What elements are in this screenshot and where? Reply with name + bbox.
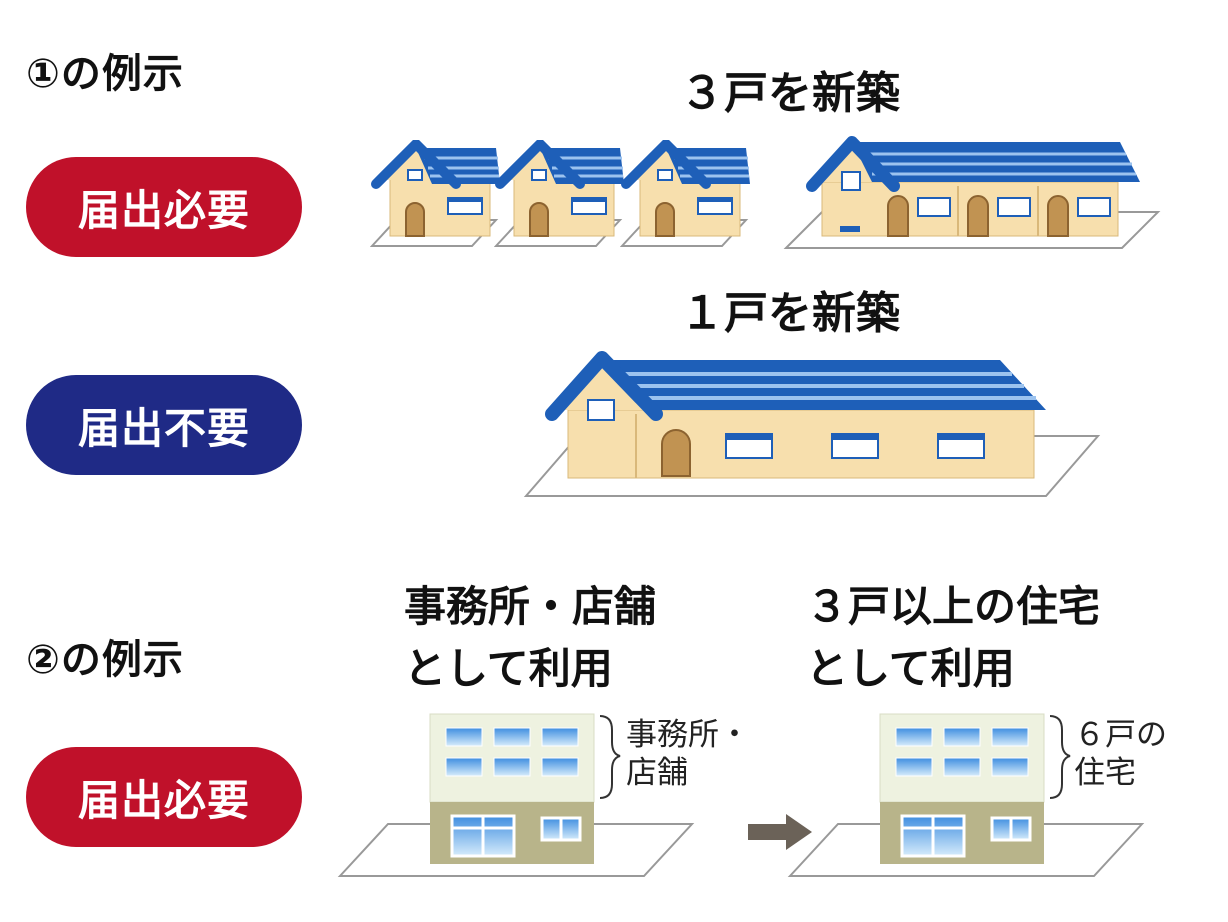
required-badge-2: 届出必要 xyxy=(26,747,302,847)
detached-house-1 xyxy=(372,144,500,246)
caption-before-use: 事務所・店舗 として利用 xyxy=(404,576,656,700)
caption-after-use: ３戸以上の住宅 として利用 xyxy=(806,576,1100,700)
arrow-right-icon xyxy=(748,814,812,850)
caption-before-line2: として利用 xyxy=(404,644,613,693)
single-long-house xyxy=(523,351,1101,497)
brace-right xyxy=(1049,715,1071,799)
caption-three-units: ３戸を新築 xyxy=(680,68,900,119)
not-required-badge: 届出不要 xyxy=(26,375,302,475)
office-shop-building xyxy=(338,712,694,878)
note-housing-line1: ６戸の xyxy=(1074,717,1167,753)
caption-after-line2: として利用 xyxy=(806,644,1015,693)
brace-left xyxy=(599,715,621,799)
note-six-housing: ６戸の 住宅 xyxy=(1074,716,1167,792)
housing-building xyxy=(788,712,1144,878)
note-housing-line2: 住宅 xyxy=(1074,755,1136,791)
detached-house-2 xyxy=(496,144,624,246)
caption-one-unit: １戸を新築 xyxy=(680,288,900,339)
caption-after-line1: ３戸以上の住宅 xyxy=(806,582,1101,631)
detached-house-3 xyxy=(622,144,750,246)
example2-title: ②の例示 xyxy=(26,637,184,683)
example1-title: ①の例示 xyxy=(26,51,184,97)
note-office-shop: 事務所・ 店舗 xyxy=(626,716,750,792)
note-office-line1: 事務所・ xyxy=(626,717,750,753)
row-house-three-units xyxy=(783,136,1161,249)
caption-before-line1: 事務所・店舗 xyxy=(404,582,657,631)
required-badge-1: 届出必要 xyxy=(26,157,302,257)
note-office-line2: 店舗 xyxy=(626,755,688,791)
